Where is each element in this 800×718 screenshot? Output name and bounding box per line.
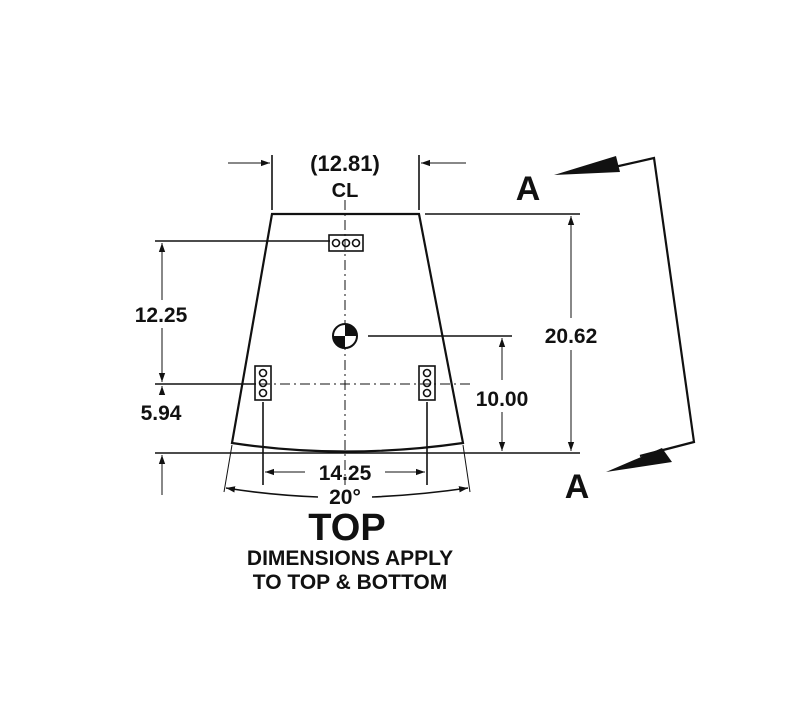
left-mount-plate bbox=[254, 365, 272, 401]
top-width-label: (12.81) bbox=[310, 151, 380, 176]
center-of-gravity-symbol bbox=[332, 323, 358, 349]
section-line bbox=[609, 156, 696, 458]
section-arrow-top bbox=[554, 156, 620, 175]
dim-12-25-label: 12.25 bbox=[135, 304, 188, 327]
angle-arc-right bbox=[371, 486, 469, 498]
angle-arc-left bbox=[225, 486, 319, 498]
view-title: TOP bbox=[308, 507, 386, 549]
right-mount-plate bbox=[418, 365, 436, 401]
dim-14-25-label: 14.25 bbox=[319, 462, 372, 485]
dim-20-62-label: 20.62 bbox=[545, 325, 598, 348]
angle-label: 20° bbox=[329, 486, 361, 509]
section-label-bottom: A bbox=[565, 468, 590, 506]
section-arrow-bottom bbox=[606, 448, 672, 472]
angle-ext-right bbox=[462, 444, 471, 493]
section-label-top: A bbox=[516, 170, 541, 208]
angle-ext-left bbox=[223, 444, 233, 493]
centerline-symbol: CL bbox=[332, 180, 359, 202]
top-mount-plate bbox=[328, 234, 364, 252]
dim-5-94-label: 5.94 bbox=[141, 402, 182, 425]
dim-10-00-label: 10.00 bbox=[476, 388, 529, 411]
note-line-2: TO TOP & BOTTOM bbox=[252, 571, 448, 594]
svg-text:CL: CL bbox=[332, 180, 359, 202]
part-outline bbox=[230, 212, 465, 453]
note-line-1: DIMENSIONS APPLY bbox=[246, 547, 454, 570]
